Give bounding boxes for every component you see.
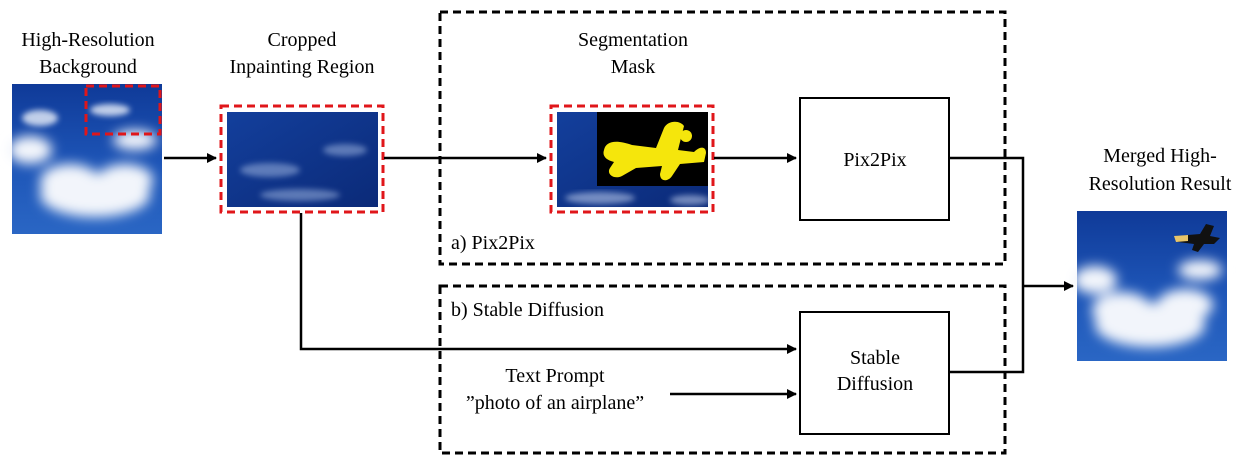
arrow-crop-to-stable-diffusion (299, 213, 797, 354)
result-label-line2: Resolution Result (1089, 173, 1232, 195)
segmentation-mask-image (549, 104, 715, 214)
text-prompt-value: ”photo of an airplane” (466, 392, 644, 414)
merge-line (949, 156, 1025, 374)
cropped-label-line2: Inpainting Region (230, 56, 375, 78)
stable-diffusion-group-label: b) Stable Diffusion (451, 299, 604, 321)
background-label-line1: High-Resolution (21, 29, 154, 51)
cropped-label-line1: Cropped (268, 29, 337, 51)
result-label-line1: Merged High- (1103, 145, 1217, 167)
stable-diffusion-box (799, 311, 950, 435)
cropped-region-frame (219, 104, 385, 214)
mask-label-line2: Mask (611, 56, 655, 78)
background-image (8, 84, 162, 234)
stable-diffusion-box-label-line2: Diffusion (837, 373, 913, 395)
pix2pix-group-label: a) Pix2Pix (451, 232, 535, 254)
generated-airplane (1174, 224, 1220, 252)
pix2pix-group-frame (438, 10, 1007, 266)
background-label-line2: Background (39, 56, 137, 78)
merged-result-image (1073, 211, 1227, 361)
mask-label-line1: Segmentation (578, 29, 688, 51)
crop-highlight (84, 84, 162, 136)
cropped-region-image (219, 104, 385, 214)
airplane-silhouette (603, 121, 706, 181)
mask-frame (549, 104, 715, 214)
connectors (164, 153, 1074, 399)
stable-diffusion-box-label-line1: Stable (850, 347, 900, 369)
pix2pix-box (799, 97, 950, 221)
text-prompt-label: Text Prompt (505, 365, 605, 387)
stable-diffusion-group-frame (438, 284, 1007, 455)
pix2pix-box-label: Pix2Pix (843, 149, 906, 171)
